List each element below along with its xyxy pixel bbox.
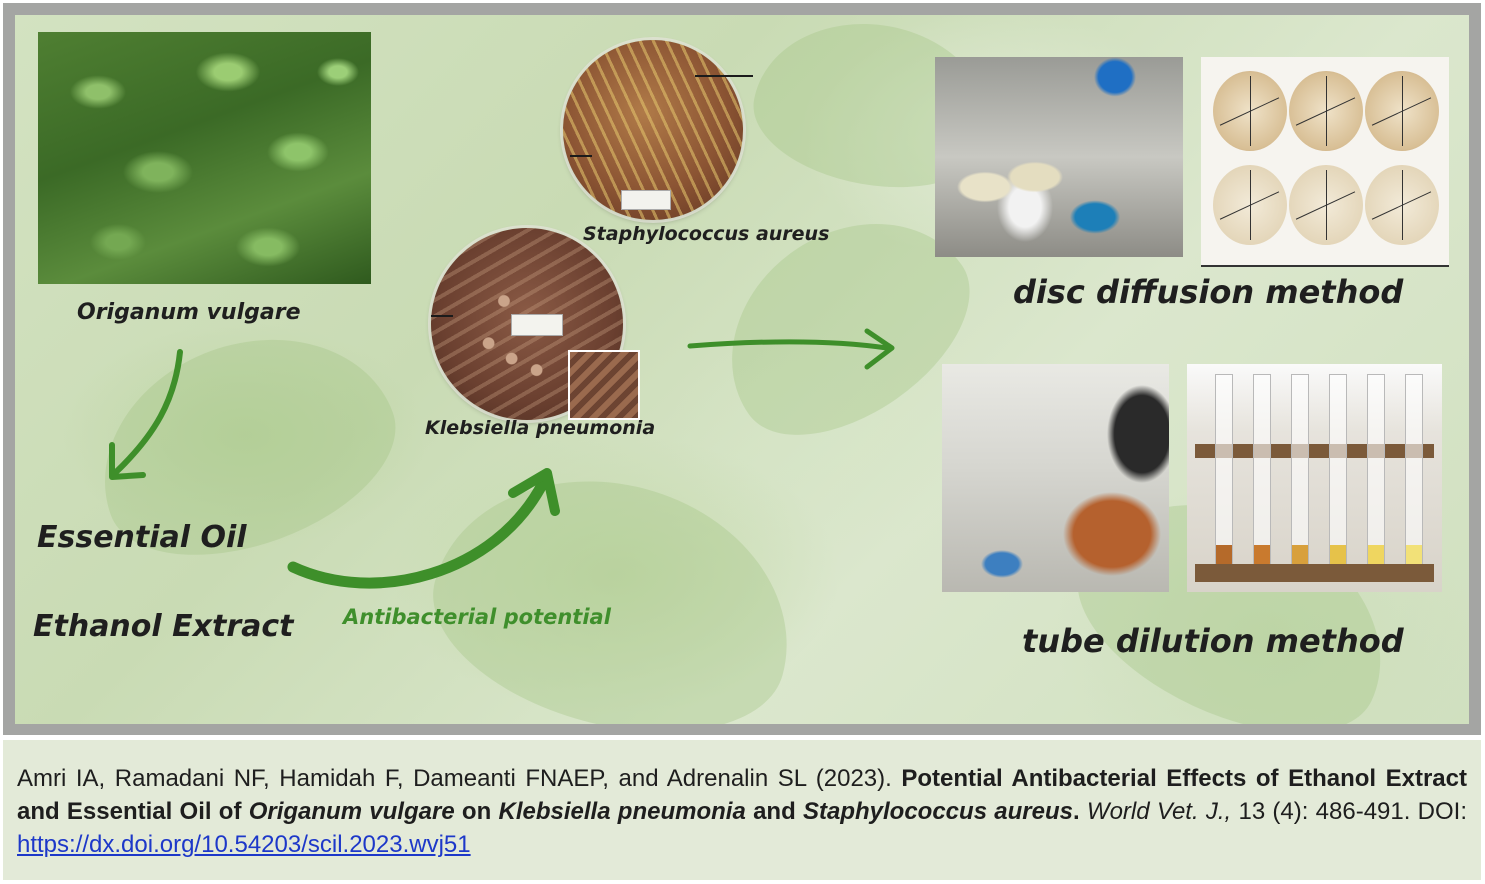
ethanol-extract-label: Ethanol Extract xyxy=(33,609,294,644)
test-tube xyxy=(1215,374,1233,572)
tube-dilution-label: tube dilution method xyxy=(1022,622,1404,660)
agar-plate xyxy=(1365,165,1439,245)
citation-journal: World Vet. J., xyxy=(1086,798,1232,825)
dish-sticker xyxy=(621,190,671,210)
origanum-plant-photo xyxy=(38,32,371,284)
klebsiella-colony-zoom xyxy=(568,350,640,420)
klebsiella-petri-dish xyxy=(431,228,623,420)
disc-diffusion-label: disc diffusion method xyxy=(1013,273,1404,311)
plant-label: Origanum vulgare xyxy=(77,300,301,325)
test-tube xyxy=(1253,374,1271,572)
test-tube xyxy=(1367,374,1385,572)
test-tube xyxy=(1291,374,1309,572)
citation-block: Amri IA, Ramadani NF, Hamidah F, Dameant… xyxy=(3,740,1481,880)
essential-oil-label: Essential Oil xyxy=(37,520,247,555)
dish-pointer-line xyxy=(570,155,592,157)
staphylococcus-petri-dish xyxy=(563,40,743,220)
agar-plate xyxy=(1289,165,1363,245)
agar-plate xyxy=(1213,71,1287,151)
test-tube xyxy=(1329,374,1347,572)
dish-sticker xyxy=(511,314,563,336)
rack-bar xyxy=(1195,564,1434,582)
dish-pointer-line xyxy=(695,75,753,77)
staphylococcus-label: Staphylococcus aureus xyxy=(583,223,830,245)
agar-plate xyxy=(1365,71,1439,151)
agar-plate xyxy=(1213,165,1287,245)
test-tube xyxy=(1405,374,1423,572)
citation-title: Potential Antibacterial Effects of Ethan… xyxy=(17,765,1467,825)
dish-pointer-line xyxy=(431,315,453,317)
disc-diffusion-lab-photo xyxy=(935,57,1183,257)
citation-authors: Amri IA, Ramadani NF, Hamidah F, Dameant… xyxy=(17,765,892,792)
agar-plate xyxy=(1289,71,1363,151)
tube-rack-photo xyxy=(1187,364,1442,592)
graphical-abstract-canvas: Origanum vulgare Staphylococcus aureus K… xyxy=(15,15,1469,724)
klebsiella-label: Klebsiella pneumonia xyxy=(425,417,656,439)
background-leaf xyxy=(410,442,820,724)
graphical-abstract-frame: Origanum vulgare Staphylococcus aureus K… xyxy=(3,3,1481,735)
tube-dilution-lab-photo xyxy=(942,364,1169,592)
citation-volume-pages: 13 (4): 486-491. DOI: xyxy=(1238,798,1467,825)
disc-diffusion-plates-photo xyxy=(1201,57,1449,267)
doi-link[interactable]: https://dx.doi.org/10.54203/scil.2023.wv… xyxy=(17,831,471,858)
antibacterial-potential-label: Antibacterial potential xyxy=(343,605,611,629)
